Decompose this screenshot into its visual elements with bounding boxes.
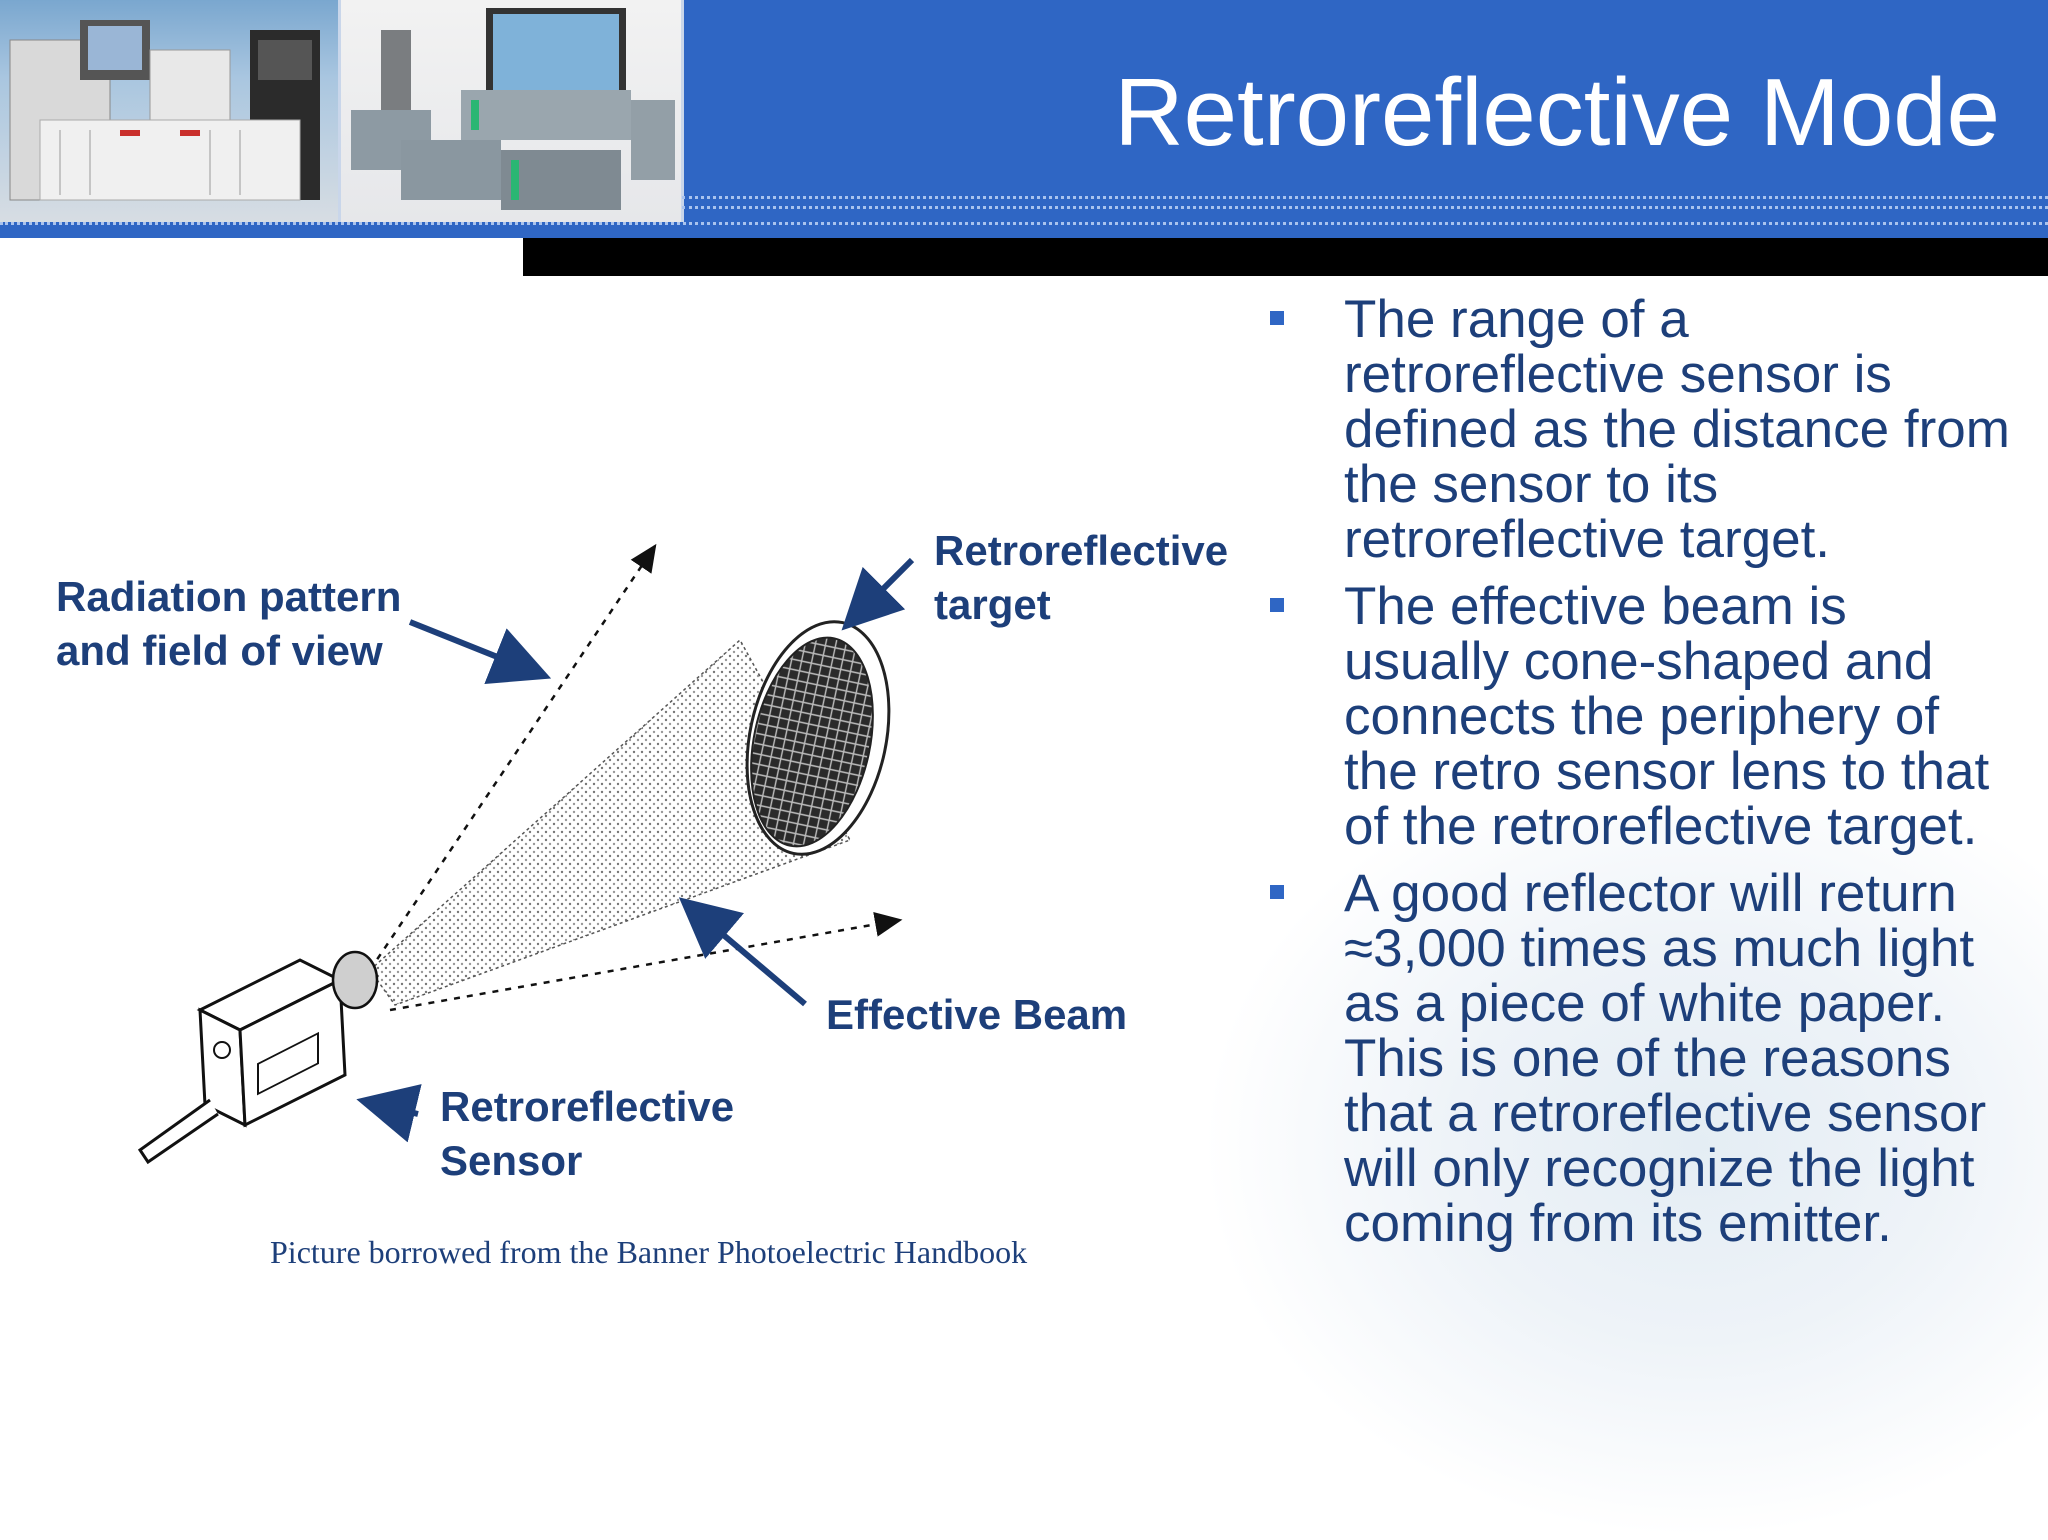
bullet-square-icon <box>1270 885 1284 899</box>
header-dotted-line <box>0 222 2048 225</box>
bullet-item: The effective beam is usually cone-shape… <box>1262 579 2022 854</box>
label-radiation-pattern: Radiation pattern and field of view <box>56 570 401 678</box>
bullet-square-icon <box>1270 598 1284 612</box>
bullet-item: The range of a retroreflective sensor is… <box>1262 292 2022 567</box>
label-retroreflective-target: Retroreflective target <box>934 524 1228 632</box>
bullet-list: The range of a retroreflective sensor is… <box>1262 292 2022 1263</box>
bullet-text: The effective beam is usually cone-shape… <box>1344 577 1990 856</box>
background-cloud-image <box>1200 820 2048 1540</box>
label-line: Radiation pattern <box>56 573 402 620</box>
bullet-text: The range of a retroreflective sensor is… <box>1344 290 2010 569</box>
header-photo-plc-racks <box>0 0 341 222</box>
slide-title: Retroreflective Mode <box>1114 59 2000 166</box>
field-of-view-line-lower <box>389 912 903 1012</box>
header-photo-siemens-modules <box>341 0 684 222</box>
slide-header: Retroreflective Mode <box>0 0 2048 240</box>
bullet-square-icon <box>1270 311 1284 325</box>
label-retroreflective-sensor: Retroreflective Sensor <box>440 1080 734 1188</box>
bullet-text: A good reflector will return ≈3,000 time… <box>1344 864 1987 1253</box>
figure-caption: Picture borrowed from the Banner Photoel… <box>270 1234 1028 1270</box>
label-line: target <box>934 581 1051 628</box>
pointer-arrow-effective-beam <box>678 897 807 1007</box>
header-dotted-line <box>682 206 2048 209</box>
retroreflective-diagram: Radiation pattern and field of view Retr… <box>40 510 1260 1310</box>
label-line: Retroreflective <box>440 1083 735 1130</box>
pointer-arrow-sensor <box>356 1084 422 1143</box>
label-line: Retroreflective <box>934 527 1229 574</box>
retroreflective-sensor-body <box>137 950 379 1165</box>
label-effective-beam: Effective Beam <box>826 991 1128 1038</box>
header-black-bar <box>523 238 2048 276</box>
bullet-item: A good reflector will return ≈3,000 time… <box>1262 866 2022 1251</box>
pointer-arrow-radiation <box>408 619 552 685</box>
effective-beam-cone <box>368 638 852 1006</box>
label-line: Sensor <box>440 1137 583 1184</box>
header-dotted-line <box>682 196 2048 199</box>
label-line: and field of view <box>56 627 383 674</box>
pointer-arrow-target <box>841 557 915 631</box>
